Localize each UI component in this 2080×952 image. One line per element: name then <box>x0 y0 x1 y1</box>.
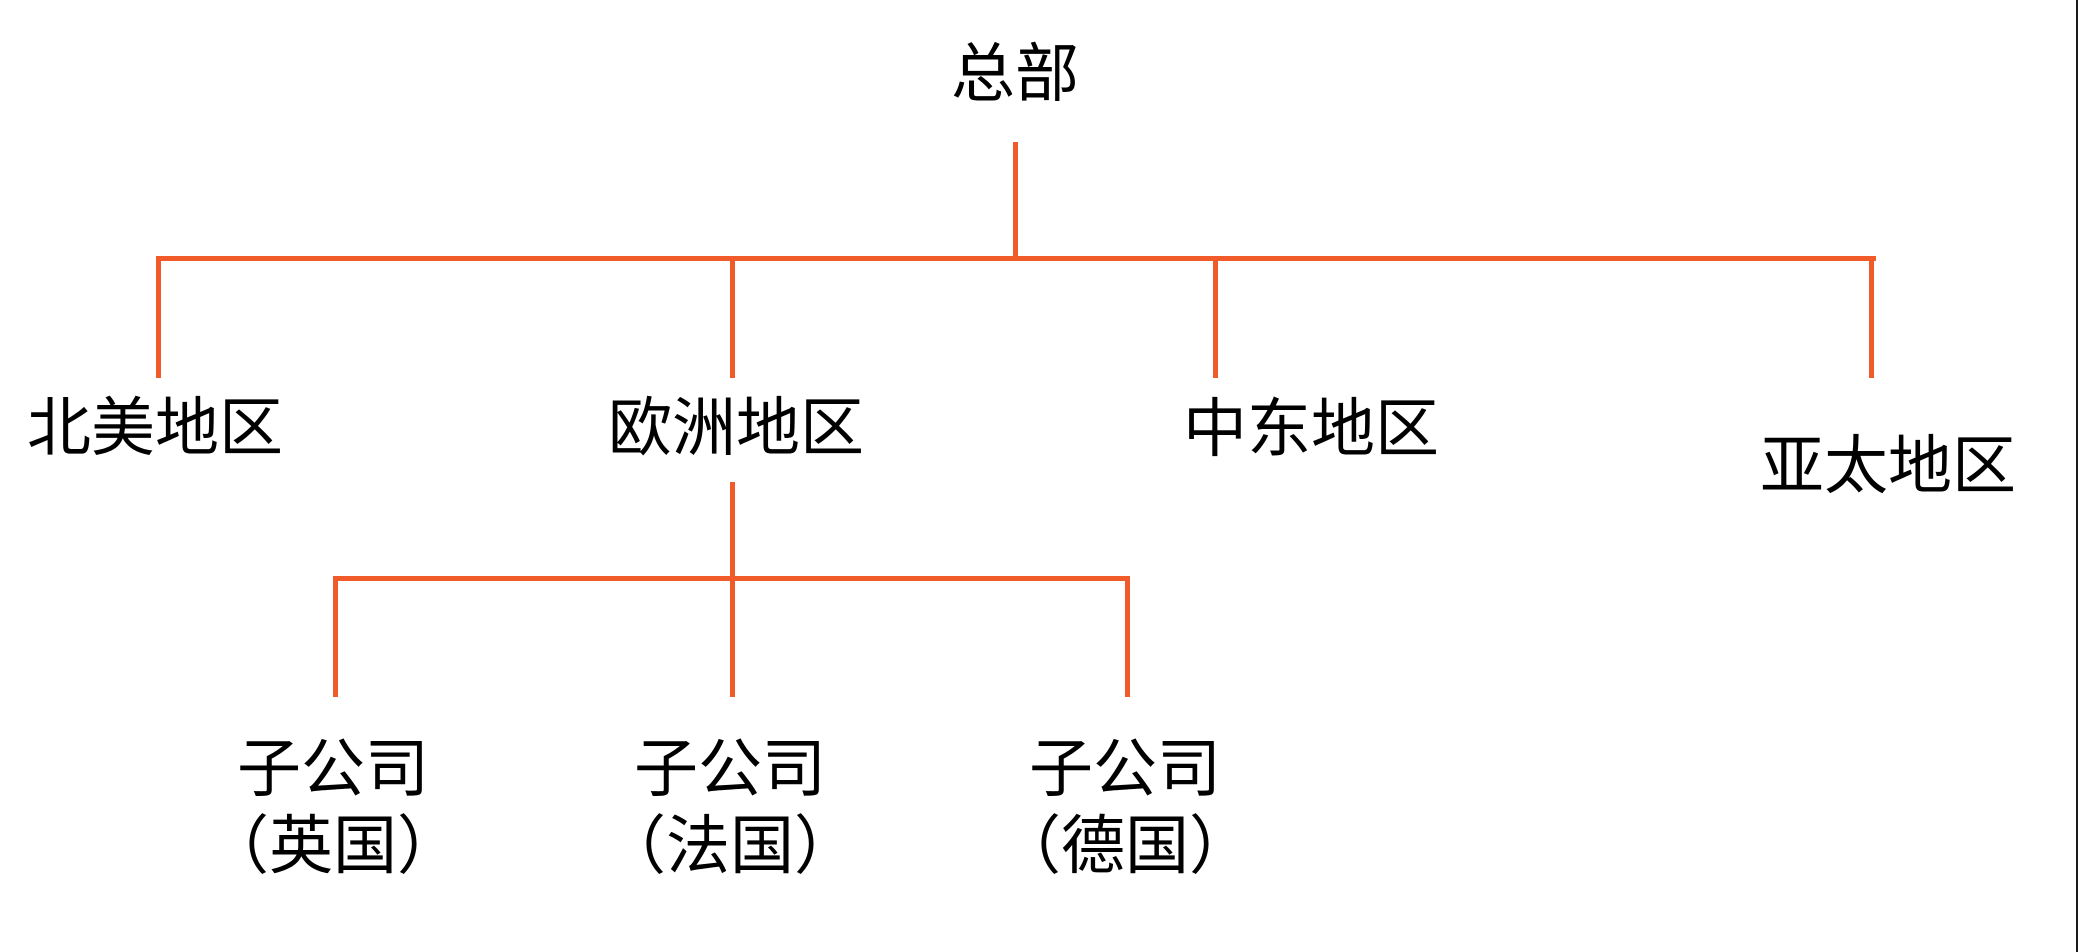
node-subsidiary-uk: 子公司 （英国） <box>205 731 461 885</box>
node-middle-east: 中东地区 <box>1183 394 1439 465</box>
connector-drop-europe <box>730 256 735 378</box>
subsidiary-uk-line2: （英国） <box>205 811 461 882</box>
connector-drop-north-america <box>156 256 161 378</box>
node-asia-pacific: 亚太地区 <box>1760 431 2016 502</box>
node-subsidiary-germany: 子公司 （德国） <box>997 731 1253 885</box>
subsidiary-germany-line2: （德国） <box>997 811 1253 882</box>
subsidiary-france-line2: （法国） <box>602 811 858 882</box>
node-north-america: 北美地区 <box>27 393 283 464</box>
connector-drop-asia-pacific <box>1869 256 1874 378</box>
connector-drop-subsidiary-uk <box>333 576 338 697</box>
connector-root-stem <box>1013 142 1018 261</box>
node-subsidiary-france: 子公司 （法国） <box>602 731 858 885</box>
subsidiary-germany-line1: 子公司 <box>1029 734 1221 805</box>
connector-level1-rail <box>156 256 1876 261</box>
right-edge-border <box>2076 0 2078 952</box>
connector-drop-middle-east <box>1213 256 1218 378</box>
node-headquarters: 总部 <box>951 39 1079 110</box>
connector-europe-stem <box>730 482 735 581</box>
node-europe: 欧洲地区 <box>608 393 864 464</box>
connector-drop-subsidiary-france <box>730 576 735 697</box>
subsidiary-france-line1: 子公司 <box>634 734 826 805</box>
subsidiary-uk-line1: 子公司 <box>237 734 429 805</box>
connector-drop-subsidiary-germany <box>1125 576 1130 697</box>
